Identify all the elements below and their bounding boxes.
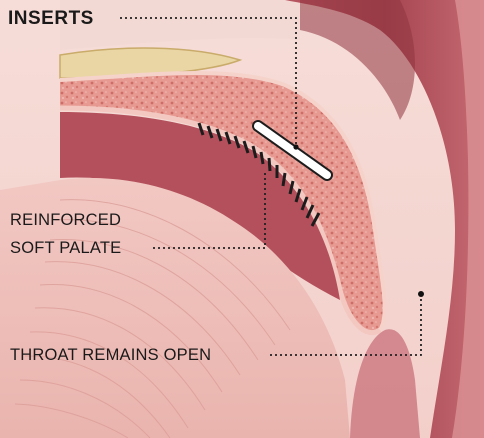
throat-point-dot <box>418 291 424 297</box>
insert-point-dot <box>293 144 298 149</box>
label-soft-palate: SOFT PALATE <box>10 240 121 257</box>
label-inserts: INSERTS <box>8 9 94 28</box>
label-throat-remains-open: THROAT REMAINS OPEN <box>10 347 211 364</box>
label-reinforced: REINFORCED <box>10 212 121 229</box>
